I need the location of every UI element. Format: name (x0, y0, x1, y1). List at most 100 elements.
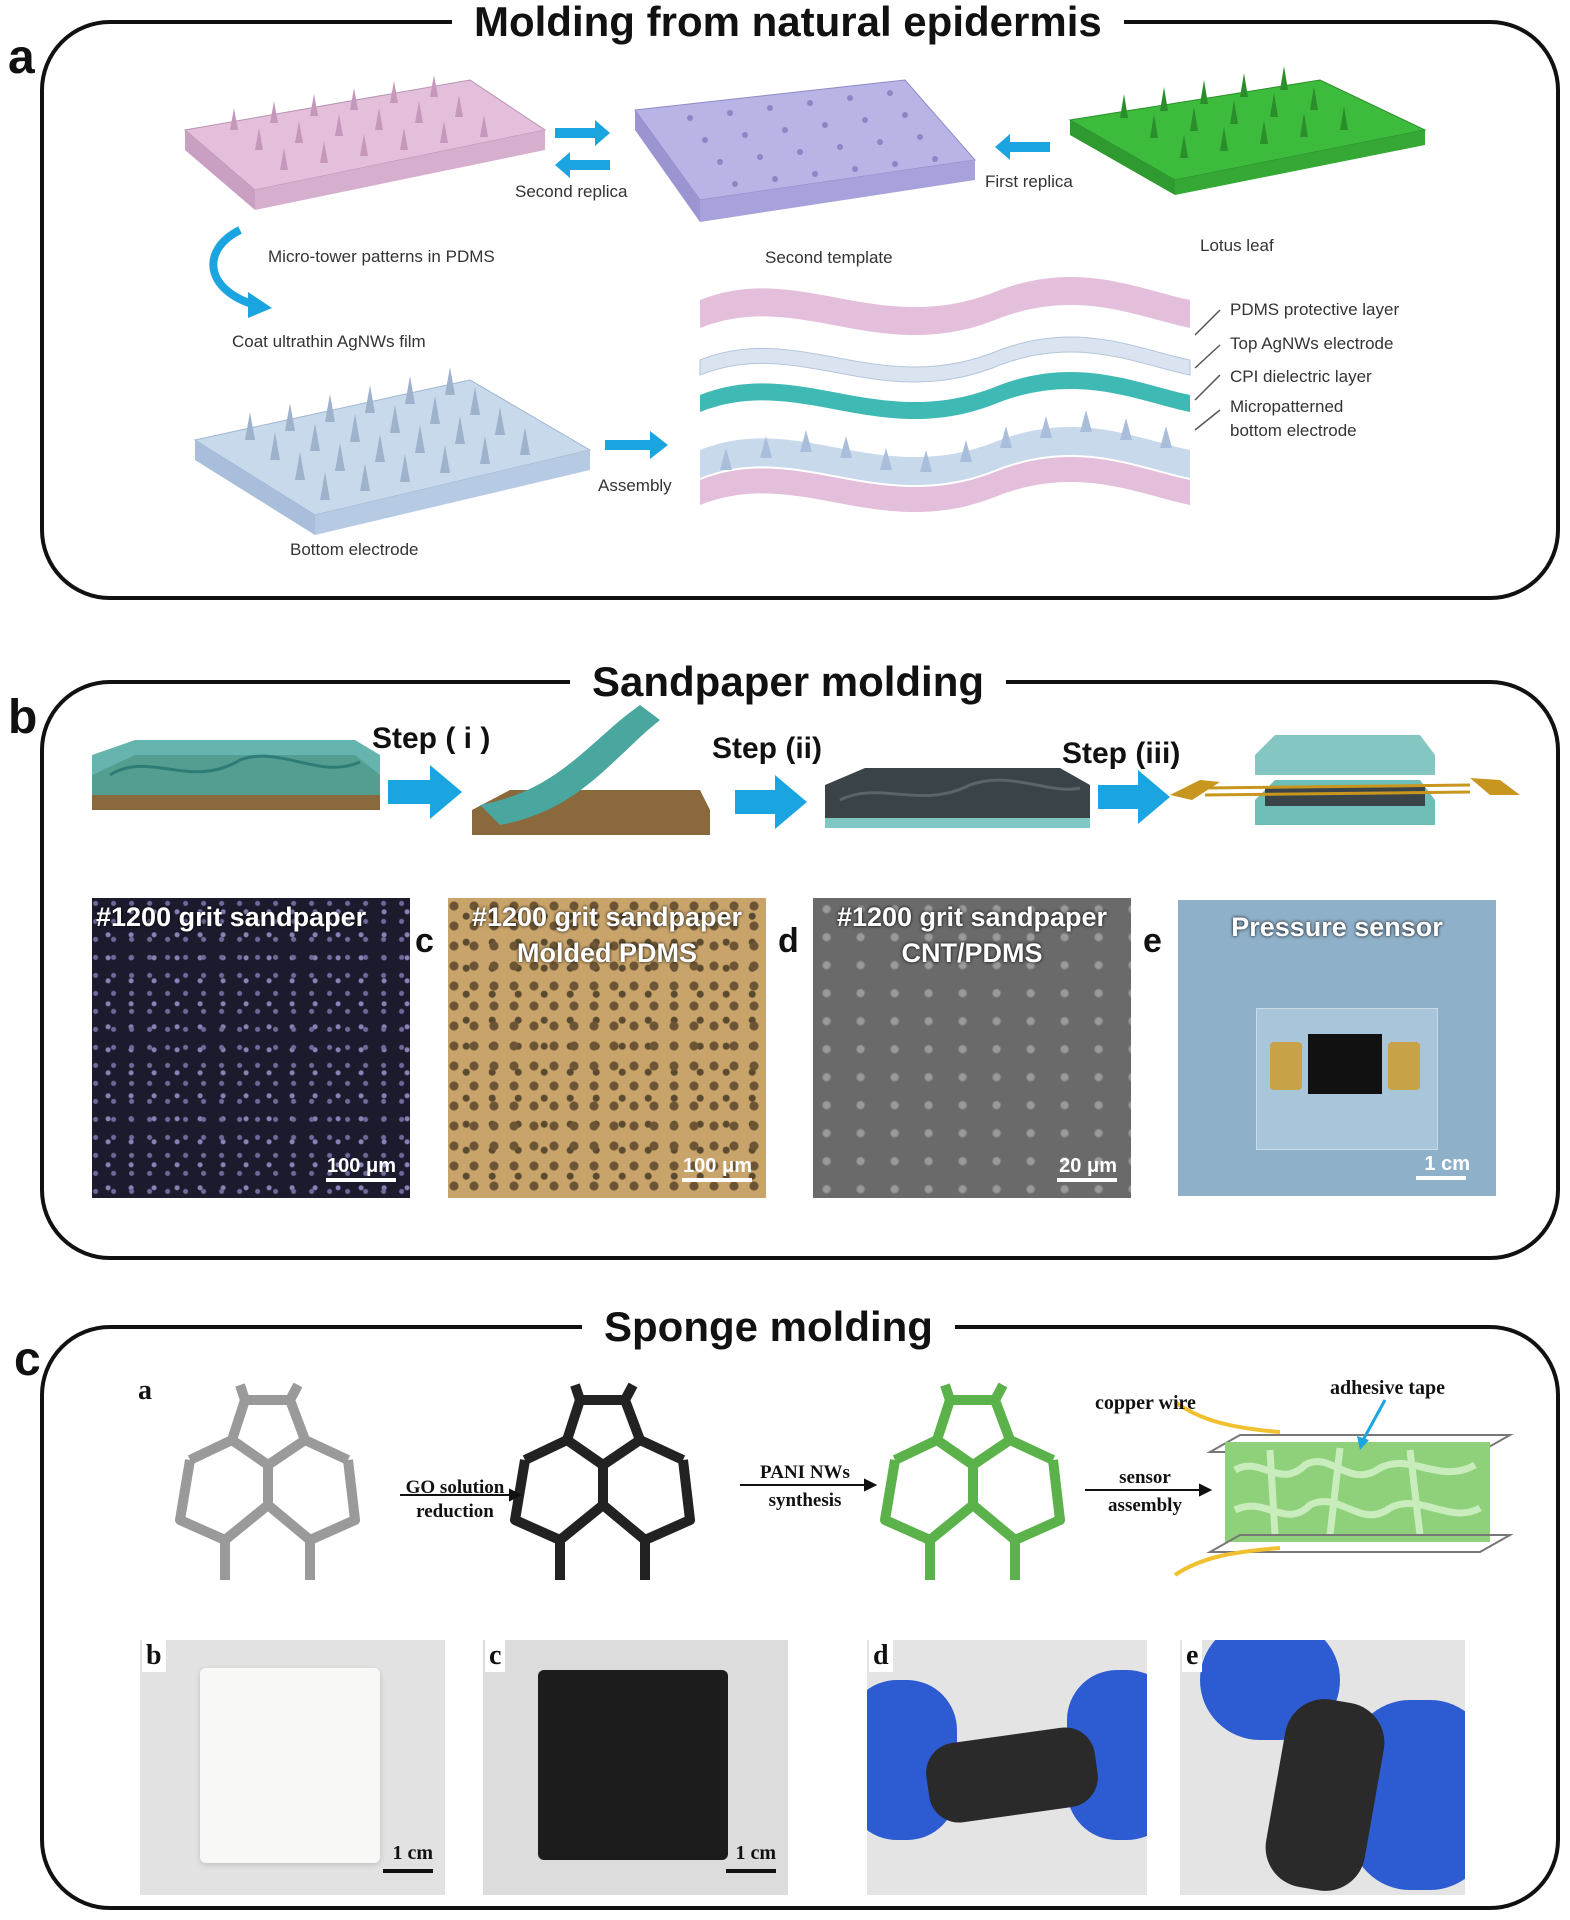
step-iii-label: Step (iii) (1062, 737, 1181, 770)
lotus-leaf-slab (1068, 66, 1427, 195)
cnt-pdms-slab (825, 768, 1090, 828)
process-arrows (400, 1478, 1213, 1502)
first-replica-arrow (995, 134, 1050, 160)
photo-cnt-pdms-scale-text: 20 μm (1059, 1155, 1117, 1177)
label-assembly: Assembly (598, 476, 672, 495)
label-layer-cpi: CPI dielectric layer (1230, 367, 1372, 386)
panel-a-title-line-left (340, 20, 460, 24)
photo-bent-sponge-e-letter: e (1182, 1640, 1203, 1672)
sensor-electrode-right (1388, 1042, 1420, 1090)
label-lotus-leaf: Lotus leaf (1200, 236, 1274, 255)
photo-sandpaper-scale-text: 100 μm (327, 1155, 396, 1177)
label-layer-micropatterned: Micropatterned (1230, 397, 1344, 416)
white-sponge-block (200, 1668, 380, 1863)
arrow-2-label-line2: synthesis (768, 1490, 842, 1511)
panel-c-title-line-left (450, 1325, 570, 1329)
label-layer-top-agnws: Top AgNWs electrode (1230, 334, 1394, 353)
arrow-2-label-line1: PANI NWs (760, 1462, 850, 1483)
photo-sandpaper-title: #1200 grit sandpaper (96, 902, 367, 932)
photo-molded-pdms: #1200 grit sandpaper Molded PDMS 100 μm (448, 898, 766, 1198)
sensor-electrode-left (1270, 1042, 1302, 1090)
panel-c-title-line-right (960, 1325, 1080, 1329)
photo-c-letter: c (415, 922, 434, 960)
layered-sensor-stack (699, 277, 1221, 513)
panel-b-title: Sandpaper molding (570, 658, 1007, 706)
panel-b-letter: b (8, 691, 38, 744)
arrow-3-label-line1: sensor (1119, 1467, 1171, 1488)
black-sponge-block (538, 1670, 728, 1860)
sandpaper-with-pdms (92, 740, 380, 810)
step-i-arrow (388, 765, 462, 819)
panel-b-title-line-right (1060, 680, 1180, 684)
photo-sandpaper-scale-bar (326, 1178, 396, 1182)
label-second-template: Second template (765, 248, 893, 267)
coat-curved-arrow (209, 226, 257, 309)
photo-white-sponge-scale-bar (383, 1869, 433, 1873)
photo-cnt-pdms: #1200 grit sandpaper CNT/PDMS 20 μm (813, 898, 1131, 1198)
photo-pressure-sensor-title: Pressure sensor (1231, 912, 1443, 942)
photo-bent-sponge-e: e (1180, 1640, 1465, 1895)
photo-white-sponge: b 1 cm (140, 1640, 445, 1895)
sensor-active-area (1308, 1034, 1382, 1094)
photo-pressure-sensor-scale-bar (1416, 1176, 1466, 1180)
photo-pressure-sensor: Pressure sensor 1 cm (1178, 900, 1496, 1196)
photo-molded-pdms-title-1: #1200 grit sandpaper (471, 902, 743, 932)
adhesive-tape-label: adhesive tape (1330, 1377, 1445, 1399)
step-iii-arrow (1098, 770, 1170, 824)
peeled-pdms (472, 705, 710, 835)
sponge-pani-green (880, 1382, 1065, 1580)
photo-black-sponge: c 1 cm (483, 1640, 788, 1895)
label-second-replica: Second replica (515, 182, 628, 201)
photo-cnt-pdms-title-2: CNT/PDMS (901, 938, 1043, 968)
photo-white-sponge-letter: b (142, 1640, 166, 1672)
photo-white-sponge-scale-text: 1 cm (392, 1842, 433, 1864)
photo-cnt-pdms-title-1: #1200 grit sandpaper (836, 902, 1108, 932)
label-layer-pdms-protective: PDMS protective layer (1230, 300, 1400, 319)
photo-e-letter: e (1143, 922, 1162, 960)
panel-c-letter: c (14, 1333, 41, 1386)
label-coat: Coat ultrathin AgNWs film (232, 332, 426, 351)
panel-c-title: Sponge molding (582, 1303, 955, 1351)
label-bottom-electrode: Bottom electrode (290, 540, 419, 559)
label-micro-tower: Micro-tower patterns in PDMS (268, 247, 495, 266)
micro-tower-pdms-slab (183, 75, 547, 210)
sensor-assembly (1170, 735, 1520, 825)
photo-molded-pdms-scale-text: 100 μm (683, 1155, 752, 1177)
label-layer-bottom-electrode: bottom electrode (1230, 421, 1357, 440)
label-first-replica: First replica (985, 172, 1073, 191)
second-template-slab (634, 79, 976, 222)
photo-black-sponge-scale-bar (726, 1869, 776, 1873)
photo-sandpaper: #1200 grit sandpaper 100 μm (92, 898, 410, 1198)
photo-cnt-pdms-scale-bar (1057, 1178, 1117, 1182)
photo-molded-pdms-title-2: Molded PDMS (517, 938, 697, 968)
assembly-arrow (605, 431, 668, 459)
replica-double-arrow (555, 120, 610, 178)
photo-pressure-sensor-scale-text: 1 cm (1424, 1153, 1470, 1175)
panel-c-sub-a: a (138, 1375, 152, 1406)
step-ii-label: Step (ii) (712, 732, 822, 765)
sensor-assembly-diagram (1173, 1399, 1514, 1577)
panel-a-title: Molding from natural epidermis (452, 0, 1124, 46)
sponge-white (175, 1382, 360, 1580)
panel-c-process-diagram (175, 1382, 1514, 1580)
photo-d-letter: d (778, 922, 799, 960)
panel-a-letter: a (8, 31, 35, 84)
bottom-electrode-slab (193, 367, 592, 535)
panel-a-title-line-right (1160, 20, 1290, 24)
photo-twisted-sponge-d: d (867, 1640, 1147, 1895)
photo-black-sponge-scale-text: 1 cm (735, 1842, 776, 1864)
arrow-1-label-line2: reduction (416, 1501, 494, 1522)
sponge-reduced-black (510, 1382, 695, 1580)
arrow-3-label-line2: assembly (1108, 1495, 1182, 1516)
copper-wire-label: copper wire (1095, 1392, 1196, 1414)
photo-twisted-sponge-d-letter: d (869, 1640, 893, 1672)
step-ii-arrow (735, 775, 807, 829)
step-i-label: Step ( i ) (372, 722, 491, 755)
photo-molded-pdms-scale-bar (682, 1178, 752, 1182)
coat-arrowhead (248, 292, 272, 318)
panel-b-title-line-left (540, 680, 580, 684)
panel-b-process-diagram (92, 705, 1520, 835)
arrow-1-label-line1: GO solution (405, 1477, 505, 1498)
photo-black-sponge-letter: c (485, 1640, 506, 1672)
panel-a-diagram (183, 66, 1427, 535)
